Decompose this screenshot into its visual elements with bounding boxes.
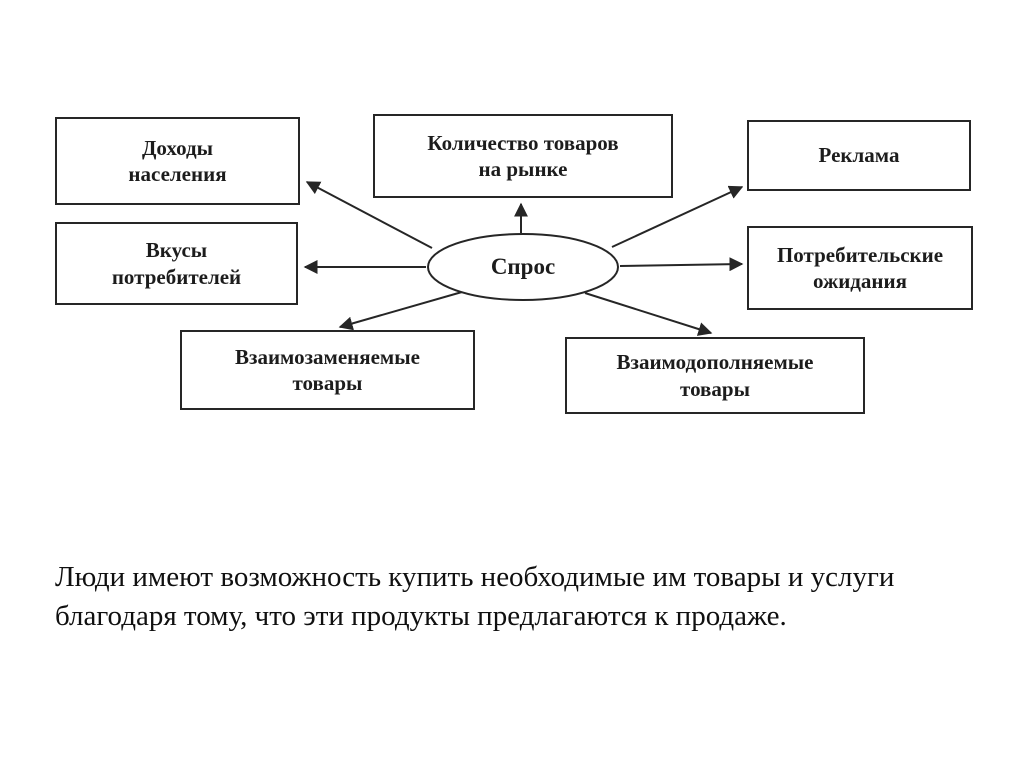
arrow-to-advertising: [611, 185, 744, 248]
caption-text: Люди имеют возможность купить необходимы…: [55, 561, 895, 632]
arrow-to-substitute-goods: [338, 291, 463, 331]
arrow-to-consumer-expectations: [619, 257, 744, 272]
demand-ellipse: [427, 233, 619, 301]
box-consumer-tastes: Вкусы потребителей: [55, 222, 298, 305]
arrow-layer: [303, 181, 744, 336]
box-consumer-tastes-label: Вкусы потребителей: [111, 238, 242, 289]
demand-factors-diagram: Доходы населения Количество товаров на р…: [55, 114, 973, 414]
box-incomes-label: Доходы населения: [128, 135, 227, 186]
box-substitute-goods-label: Взаимозаменяемые товары: [235, 344, 420, 395]
arrow-to-incomes: [305, 181, 433, 249]
center-node-demand-label: Спрос: [490, 254, 556, 279]
box-incomes: Доходы населения: [55, 117, 300, 205]
box-advertising: Реклама: [747, 120, 971, 191]
center-node-demand: Спрос: [428, 234, 618, 300]
box-consumer-expectations-label: Потребительские ожидания: [776, 242, 944, 293]
box-complementary-goods: Взаимодополняемые товары: [565, 337, 865, 414]
box-goods-quantity: Количество товаров на рынке: [373, 114, 673, 198]
box-goods-quantity-label: Количество товаров на рынке: [427, 130, 619, 181]
box-advertising-label: Реклама: [818, 143, 900, 168]
arrow-to-complementary-goods: [584, 292, 713, 336]
box-substitute-goods: Взаимозаменяемые товары: [180, 330, 475, 410]
box-consumer-expectations: Потребительские ожидания: [747, 226, 973, 310]
box-complementary-goods-label: Взаимодополняемые товары: [616, 350, 814, 401]
